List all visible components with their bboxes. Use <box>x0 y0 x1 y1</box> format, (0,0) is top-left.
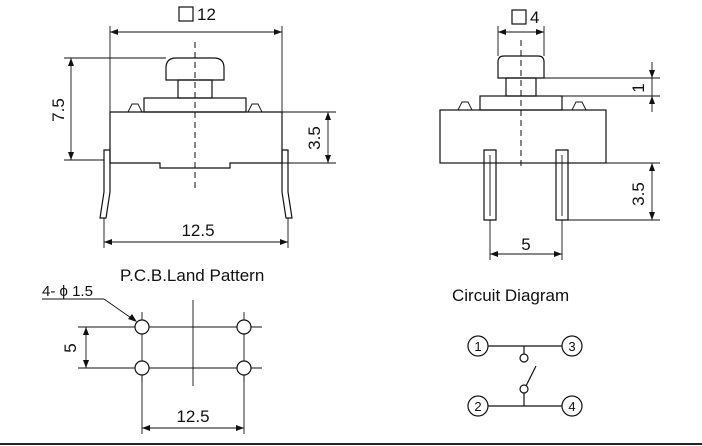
hole-leader <box>103 298 135 321</box>
side-view-4: 4 1 3.5 5 <box>439 8 660 260</box>
dim-label-3-5-body: 3.5 <box>305 126 324 150</box>
pin-3-label: 3 <box>568 339 575 354</box>
pin-1-circle <box>467 335 489 357</box>
dim-label-12-5-top: 12.5 <box>181 221 214 240</box>
switch-contact-top <box>519 353 529 363</box>
clip-right-side <box>571 101 587 111</box>
pin-4-label: 4 <box>568 399 575 414</box>
pin-3-circle <box>561 335 583 357</box>
hole-top-right <box>236 319 252 335</box>
plunger-cap-side <box>497 55 545 79</box>
dim-label-5-lead: 5 <box>521 235 530 254</box>
dim-label-12-5-pcb: 12.5 <box>176 407 209 426</box>
plunger-cap <box>165 57 225 81</box>
hole-bottom-right <box>236 360 252 376</box>
clip-left <box>127 103 143 113</box>
side-view-12: 12 7.5 3.5 12.5 <box>49 5 336 248</box>
pcb-land-pattern: P.C.B.Land Pattern 4- ϕ 1.5 5 12.5 <box>42 266 264 434</box>
lead-left-side <box>483 149 497 221</box>
switch-blade <box>525 365 537 387</box>
circuit-title: Circuit Diagram <box>452 286 569 305</box>
hole-label: 4- ϕ 1.5 <box>42 283 93 300</box>
switch-body <box>109 111 283 169</box>
switch-contact-bottom <box>519 384 529 394</box>
pin-2-circle <box>467 395 489 417</box>
square-symbol-side <box>511 9 527 25</box>
dim-label-7-5: 7.5 <box>49 98 68 122</box>
lead-right <box>281 149 293 219</box>
circuit-diagram: Circuit Diagram 1 3 2 4 <box>452 286 583 417</box>
dim-label-4: 4 <box>530 8 539 27</box>
dim-label-12: 12 <box>197 5 216 24</box>
dim-label-1: 1 <box>629 83 648 92</box>
pcb-title: P.C.B.Land Pattern <box>120 266 264 285</box>
lead-left <box>99 149 111 219</box>
pin-2-label: 2 <box>474 399 481 414</box>
dim-label-5-pcb: 5 <box>61 343 80 352</box>
pin-4-circle <box>561 395 583 417</box>
pin-1-label: 1 <box>474 339 481 354</box>
switch-body-side <box>439 109 607 164</box>
hole-bottom-left <box>134 360 150 376</box>
dim-label-3-5-lead: 3.5 <box>629 182 648 206</box>
clip-right <box>247 103 263 113</box>
hole-top-left <box>134 319 150 335</box>
clip-left-side <box>457 101 473 111</box>
square-symbol <box>178 6 194 22</box>
